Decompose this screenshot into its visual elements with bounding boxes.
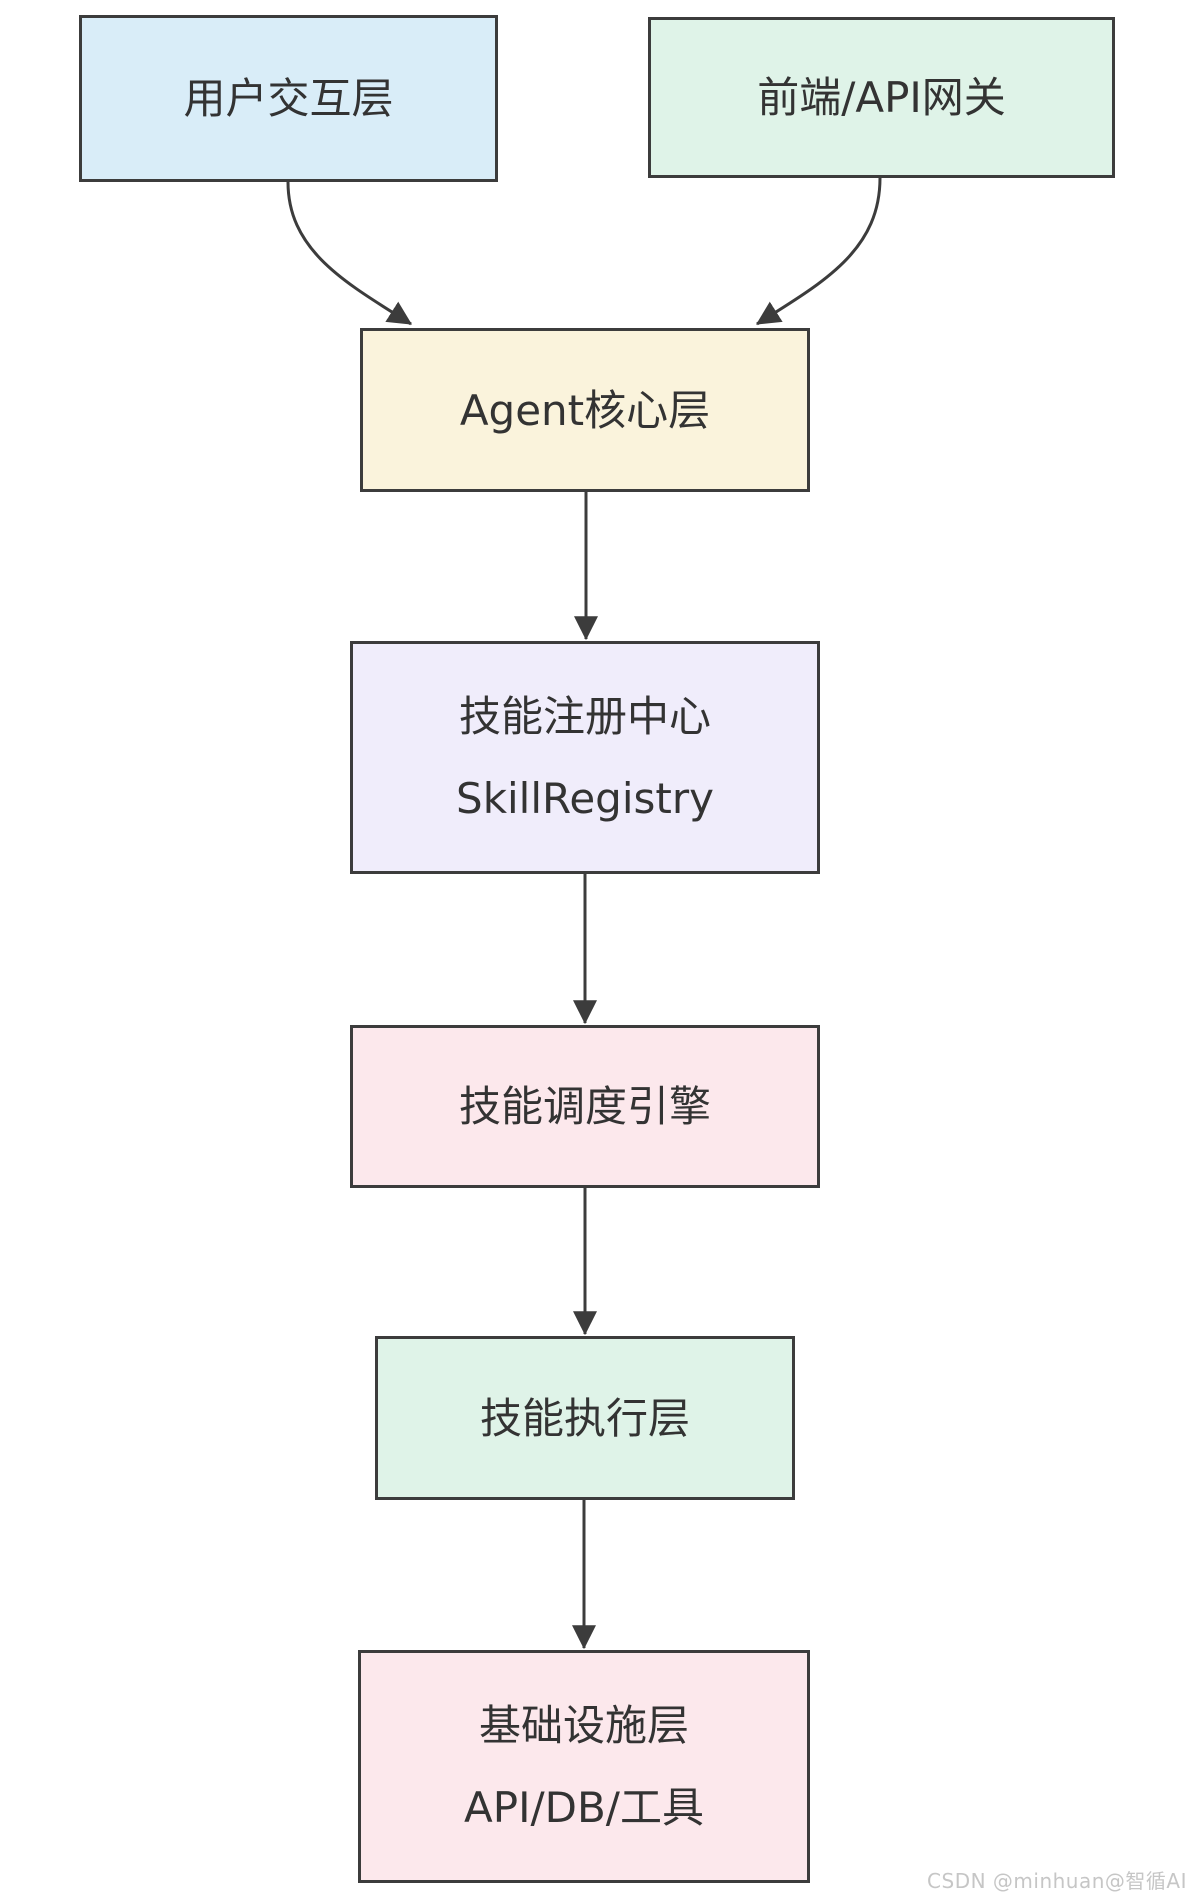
- node-skill-execution-layer-label: 技能执行层: [479, 1393, 690, 1443]
- node-agent-core-layer: Agent核心层: [360, 328, 810, 492]
- node-agent-core-layer-label: Agent核心层: [459, 385, 711, 435]
- node-frontend-api-gateway: 前端/API网关: [648, 17, 1115, 178]
- node-skill-scheduler-engine: 技能调度引擎: [350, 1025, 820, 1188]
- edge-gateway-to-agent: [755, 177, 882, 326]
- node-skill-registry: 技能注册中心 SkillRegistry: [350, 641, 820, 874]
- node-user-interaction-layer-label: 用户交互层: [183, 74, 394, 123]
- node-skill-registry-label-line2: SkillRegistry: [456, 773, 714, 823]
- node-frontend-api-gateway-label: 前端/API网关: [757, 73, 1006, 122]
- node-infrastructure-layer: 基础设施层 API/DB/工具: [358, 1650, 810, 1883]
- node-skill-registry-label-line1: 技能注册中心: [458, 691, 711, 741]
- node-skill-execution-layer: 技能执行层: [375, 1336, 795, 1500]
- node-infrastructure-layer-label-line2: API/DB/工具: [464, 1782, 704, 1832]
- node-infrastructure-layer-label-line1: 基础设施层: [478, 1700, 689, 1750]
- edge-user-to-agent: [286, 181, 413, 326]
- csdn-watermark: CSDN @minhuan@智循AI: [927, 1869, 1187, 1893]
- node-user-interaction-layer: 用户交互层: [79, 15, 498, 182]
- node-skill-scheduler-engine-label: 技能调度引擎: [458, 1082, 711, 1131]
